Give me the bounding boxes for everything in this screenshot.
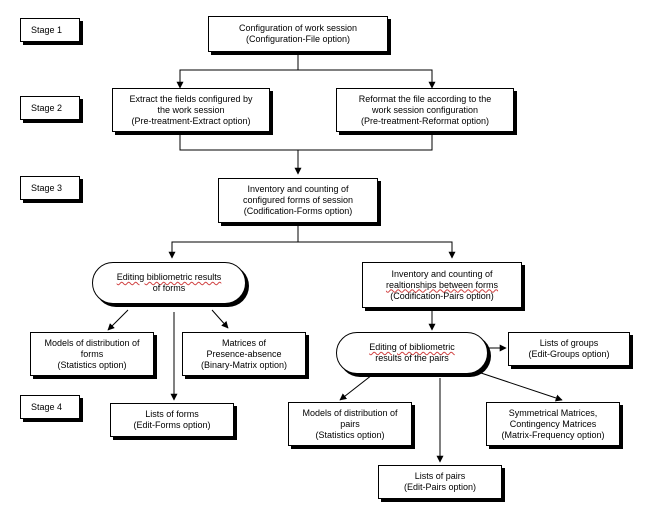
stage-label-text: Stage 1 <box>31 24 63 35</box>
node-lists-groups: Lists of groups (Edit-Groups option) <box>508 332 630 366</box>
connector-editing-models-pairs <box>339 374 373 401</box>
node-models-forms: Models of distribution of forms (Statist… <box>30 332 154 376</box>
node-configuration: Configuration of work session (Configura… <box>208 16 388 52</box>
node-text: Lists of forms <box>145 409 199 419</box>
node-text: (Edit-Pairs option) <box>403 482 477 492</box>
stage-label-3: Stage 3 <box>20 176 80 200</box>
node-text: Symmetrical Matrices, <box>508 407 598 418</box>
node-text: Inventory and counting of <box>247 184 349 194</box>
node-lists-pairs: Lists of pairs (Edit-Pairs option) <box>378 465 502 499</box>
node-text: Lists of groups <box>539 338 599 348</box>
node-inventory-pairs: Inventory and counting of realtionships … <box>362 262 522 308</box>
stage-label-4: Stage 4 <box>20 395 80 419</box>
node-text: configured forms of session <box>242 195 354 205</box>
node-reformat: Reformat the file according to the work … <box>336 88 514 132</box>
node-text: (Statistics option) <box>315 429 385 440</box>
stage-label-text: Stage 3 <box>31 182 63 193</box>
node-models-pairs: Models of distribution of pairs (Statist… <box>288 402 412 446</box>
node-text: Models of distribution of <box>302 407 398 418</box>
connector-config-split <box>176 52 299 89</box>
stage-label-1: Stage 1 <box>20 18 80 42</box>
node-matrices-presence: Matrices of Presence-absence (Binary-Mat… <box>182 332 306 376</box>
node-inventory-forms: Inventory and counting of configured for… <box>218 178 378 223</box>
node-text: Inventory and counting of <box>391 268 493 279</box>
node-text: Presence-absence <box>206 348 282 359</box>
connector-extract-merge <box>179 132 433 151</box>
node-text: (Matrix-Frequency option) <box>501 429 605 440</box>
node-lists-forms: Lists of forms (Edit-Forms option) <box>110 403 234 437</box>
stage-label-text: Stage 4 <box>31 401 63 412</box>
connector-editing-matrices <box>211 309 229 329</box>
node-text: Editing bibliometric results <box>116 272 222 282</box>
node-text: (Binary-Matrix option) <box>200 359 288 370</box>
node-text: Extract the fields configured by <box>129 93 253 104</box>
node-text: of forms <box>152 283 186 293</box>
node-text: pairs <box>340 418 360 429</box>
node-text: Models of distribution of <box>44 337 140 348</box>
node-text: (Edit-Groups option) <box>528 349 610 359</box>
node-symmetrical-matrices: Symmetrical Matrices, Contingency Matric… <box>486 402 620 446</box>
node-editing-pairs: Editing of bibliometric results of the p… <box>336 332 488 374</box>
connector-editing-models <box>107 309 129 331</box>
node-text: Editing of bibliometric <box>369 342 455 352</box>
node-text: (Edit-Forms option) <box>133 420 211 430</box>
node-text: results of the pairs <box>375 353 449 363</box>
connector-editing-symmetrical <box>477 371 563 402</box>
node-text: Matrices of <box>221 337 266 348</box>
connector-inventory-split <box>168 223 299 259</box>
node-editing-forms: Editing bibliometric results of forms <box>92 262 246 304</box>
connector-split-reformat <box>298 69 436 89</box>
connector-split-inventory-pairs <box>298 241 456 259</box>
node-extract: Extract the fields configured by the wor… <box>112 88 270 132</box>
node-text: Contingency Matrices <box>509 418 597 429</box>
node-text: the work session <box>157 104 225 115</box>
node-text: (Codification-Forms option) <box>243 206 353 216</box>
node-text: (Codification-Pairs option) <box>390 290 494 301</box>
node-text: (Pre-treatment-Extract option) <box>131 115 251 126</box>
node-text: realtionships between forms <box>385 279 499 290</box>
stage-label-text: Stage 2 <box>31 102 63 113</box>
node-text: Reformat the file according to the <box>358 93 492 104</box>
node-text: work session configuration <box>371 104 479 115</box>
node-text: (Configuration-File option) <box>245 34 351 44</box>
stage-label-2: Stage 2 <box>20 96 80 120</box>
node-text: Configuration of work session <box>238 23 358 33</box>
node-text: (Pre-treatment-Reformat option) <box>360 115 490 126</box>
node-text: forms <box>80 348 104 359</box>
node-text: Lists of pairs <box>414 471 466 481</box>
node-text: (Statistics option) <box>57 359 127 370</box>
